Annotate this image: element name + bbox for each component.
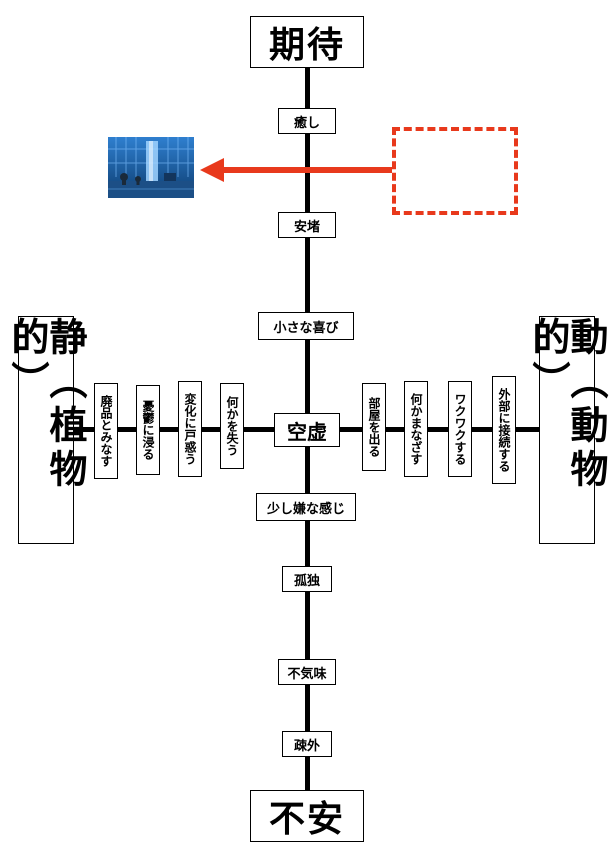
left-item-treat-as-junk-text: 廃品とみなす (99, 395, 113, 467)
left-item-lose-something: 何かを失う (220, 383, 244, 469)
vertical-item-slightly-unpleasant: 少し嫌な感じ (256, 493, 356, 521)
right-item-gaze-at-something: 何かまなざす (404, 381, 428, 477)
vertical-item-relief: 安堵 (278, 212, 336, 238)
vertical-item-healing: 癒し (278, 108, 336, 134)
axis-label-left: 静（植物的） (5, 316, 87, 544)
left-item-immersed-in-gloom-text: 憂鬱に浸る (141, 400, 155, 460)
left-item-confused-by-change: 変化に戸惑う (178, 381, 202, 477)
right-item-connect-outside-text: 外部に接続する (497, 388, 511, 472)
right-item-gaze-at-something-text: 何かまなざす (409, 393, 423, 465)
interior-photo-thumbnail (108, 137, 194, 198)
right-item-leave-room: 部屋を出る (362, 383, 386, 471)
vertical-item-eerie: 不気味 (278, 659, 336, 685)
axis-label-bottom: 不安 (250, 790, 364, 842)
vertical-item-alienation: 疎外 (282, 731, 332, 757)
left-item-treat-as-junk: 廃品とみなす (94, 383, 118, 479)
left-item-lose-something-text: 何かを失う (225, 396, 239, 456)
axis-label-right: 動（動物的） (526, 316, 608, 544)
left-item-confused-by-change-text: 変化に戸惑う (183, 393, 197, 465)
axis-label-right-text: 動（動物的） (526, 317, 608, 493)
vertical-item-emptiness: 空虚 (274, 413, 340, 447)
right-item-excited: ワクワクする (448, 381, 472, 477)
dashed-placeholder-box (392, 127, 518, 215)
right-item-excited-text: ワクワクする (453, 393, 467, 465)
right-item-leave-room-text: 部屋を出る (367, 397, 381, 457)
right-item-connect-outside: 外部に接続する (492, 376, 516, 484)
interior-photo-image (108, 137, 194, 198)
vertical-item-loneliness: 孤独 (282, 566, 332, 592)
vertical-item-small-joy: 小さな喜び (258, 312, 354, 340)
left-item-immersed-in-gloom: 憂鬱に浸る (136, 385, 160, 475)
axis-label-left-text: 静（植物的） (5, 317, 87, 493)
axis-label-top: 期待 (250, 16, 364, 68)
